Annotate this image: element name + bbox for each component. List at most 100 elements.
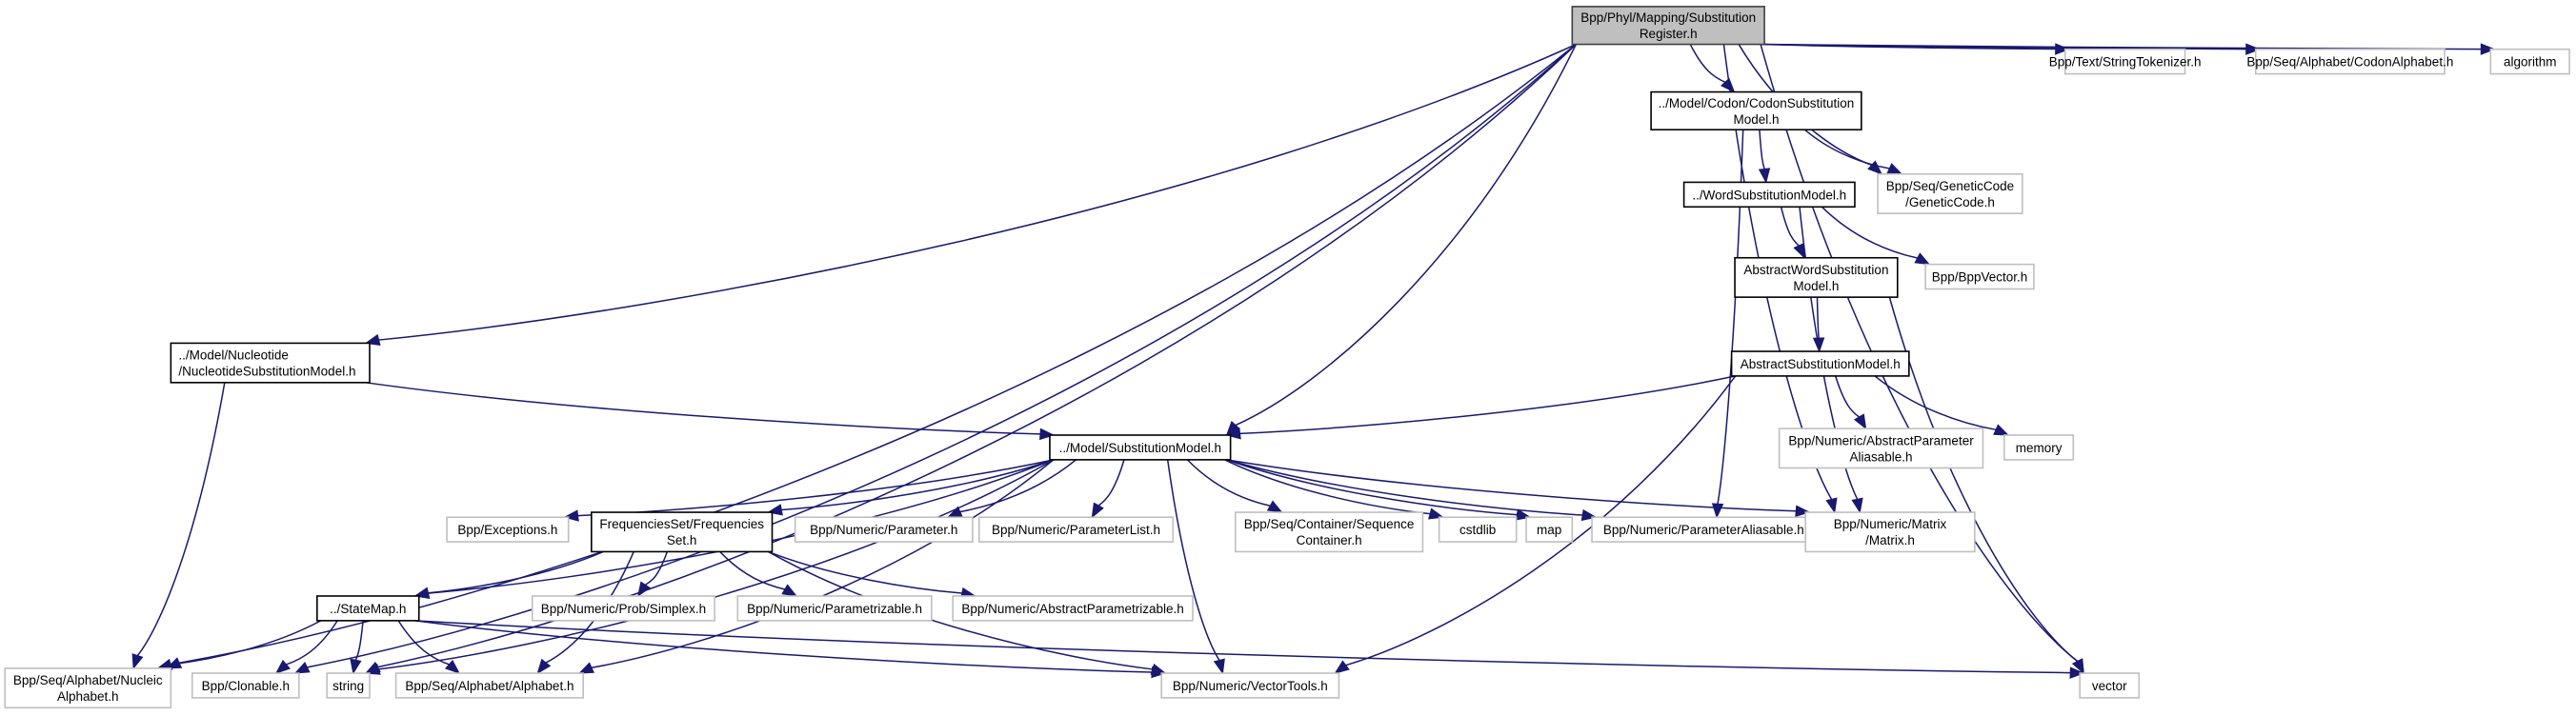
node-box[interactable]	[1571, 6, 1765, 46]
edge-statemap-to-vector	[414, 620, 2071, 674]
node-box	[977, 516, 1175, 543]
arrowhead-icon	[563, 509, 579, 522]
arrowhead-icon	[2245, 43, 2262, 55]
arrowhead-icon	[1758, 168, 1771, 184]
edge-nucsm-to-sm	[365, 382, 1041, 435]
arrowhead-icon	[1091, 502, 1104, 519]
edge-sm-to-matrix	[1226, 459, 1797, 512]
arrowhead-icon	[1825, 497, 1838, 514]
edge-statemap-to-alphabet	[397, 620, 450, 666]
node-label: Bpp/Phyl/Mapping/Substitution	[1580, 10, 1756, 25]
node-box	[191, 672, 300, 699]
edge-statemap-to-nucalpha	[171, 620, 322, 666]
node-label: Bpp/Numeric/Parametrizable.h	[747, 602, 922, 616]
node-absparametrizable: Bpp/Numeric/AbstractParametrizable.h	[952, 595, 1194, 622]
node-box	[1160, 672, 1340, 699]
arrowhead-icon	[1793, 242, 1805, 259]
node-label: Bpp/Text/StringTokenizer.h	[2049, 55, 2202, 70]
node-statemap[interactable]: ../StateMap.h	[316, 595, 420, 622]
node-parameter: Bpp/Numeric/Parameter.h	[794, 516, 974, 543]
arrowhead-icon	[274, 659, 291, 674]
arrowhead-icon	[444, 659, 461, 674]
nodes-layer: Bpp/Phyl/Mapping/SubstitutionRegister.h.…	[4, 6, 2570, 709]
node-box[interactable]	[1650, 90, 1862, 131]
node-box[interactable]	[1734, 256, 1899, 298]
node-label: vector	[2092, 679, 2127, 693]
node-paramalias: Bpp/Numeric/ParameterAliasable.h	[1591, 516, 1817, 543]
arrowhead-icon	[1428, 507, 1444, 520]
edge-abssm-to-sm	[1239, 375, 1736, 435]
node-box[interactable]	[170, 342, 371, 384]
node-box	[1438, 516, 1518, 543]
arrowhead-icon	[1853, 413, 1867, 430]
arrowhead-icon	[1721, 77, 1736, 93]
node-label: memory	[2016, 441, 2063, 455]
node-label: Model.h	[1793, 279, 1839, 293]
node-box[interactable]	[1682, 181, 1856, 209]
node-box[interactable]	[1730, 350, 1910, 377]
node-label: Bpp/Numeric/Prob/Simplex.h	[541, 602, 706, 616]
node-abssm[interactable]: AbstractSubstitutionModel.h	[1730, 350, 1910, 377]
edge-sm-to-paramlist	[1097, 459, 1125, 507]
arrowhead-icon	[364, 663, 381, 675]
node-bppvector: Bpp/BppVector.h	[1924, 263, 2035, 290]
node-cstdlib: cstdlib	[1438, 516, 1518, 543]
node-nucsm[interactable]: ../Model/Nucleotide/NucleotideSubstituti…	[170, 342, 371, 384]
node-label: Bpp/Seq/Alphabet/CodonAlphabet.h	[2246, 55, 2453, 70]
edge-root-to-string	[377, 44, 1577, 668]
edge-root-to-clonable	[307, 44, 1577, 668]
node-algorithm: algorithm	[2489, 48, 2570, 75]
edge-sm-to-freqset	[781, 459, 1055, 511]
edge-statemap-to-clonable	[286, 620, 338, 666]
node-box	[446, 516, 570, 543]
arrowhead-icon	[1151, 666, 1167, 679]
arrowhead-icon	[1914, 252, 1931, 266]
node-label: algorithm	[2504, 55, 2557, 70]
arrowhead-icon	[2072, 658, 2084, 675]
arrowhead-icon	[293, 662, 311, 674]
node-label: Aliasable.h	[1850, 449, 1913, 464]
arrowhead-icon	[131, 653, 144, 670]
edge-codonsm-to-wordsm	[1759, 129, 1765, 169]
node-label: Bpp/Numeric/VectorTools.h	[1173, 679, 1328, 693]
node-box	[1525, 516, 1574, 543]
node-box[interactable]	[1049, 434, 1232, 461]
node-box	[1591, 516, 1817, 543]
node-box	[1804, 511, 1976, 553]
node-wordsm[interactable]: ../WordSubstitutionModel.h	[1682, 181, 1856, 209]
arrowhead-icon	[1993, 424, 2010, 436]
node-box	[2003, 434, 2075, 461]
node-label: Register.h	[1640, 27, 1698, 41]
node-label: ../Model/SubstitutionModel.h	[1059, 441, 1221, 455]
node-map: map	[1525, 516, 1574, 543]
node-paramlist: Bpp/Numeric/ParameterList.h	[977, 516, 1175, 543]
arrowhead-icon	[1266, 500, 1283, 513]
node-label: Bpp/Numeric/AbstractParameter	[1788, 433, 1974, 448]
node-box[interactable]	[316, 595, 420, 622]
node-box[interactable]	[591, 511, 774, 553]
node-string: string	[326, 672, 371, 699]
arrowhead-icon	[577, 662, 594, 674]
node-box	[2079, 672, 2141, 699]
arrowhead-icon	[1711, 503, 1724, 519]
node-box	[1924, 263, 2035, 290]
node-freqset[interactable]: FrequenciesSet/FrequenciesSet.h	[591, 511, 774, 553]
node-sm[interactable]: ../Model/SubstitutionModel.h	[1049, 434, 1232, 461]
node-label: string	[332, 679, 364, 693]
node-label: Bpp/Clonable.h	[202, 679, 290, 693]
arrowhead-icon	[1039, 428, 1056, 441]
node-box	[394, 672, 584, 699]
edge-root-to-nucsm	[378, 43, 1577, 341]
edge-root-to-sm	[1235, 44, 1578, 427]
edge-root-to-nucalpha	[179, 43, 1577, 664]
node-label: Container.h	[1297, 533, 1362, 547]
edge-sm-to-paramalias	[1226, 459, 1583, 516]
edge-wordsm-to-abswordsm	[1780, 207, 1800, 247]
node-label: ../WordSubstitutionModel.h	[1692, 188, 1846, 202]
